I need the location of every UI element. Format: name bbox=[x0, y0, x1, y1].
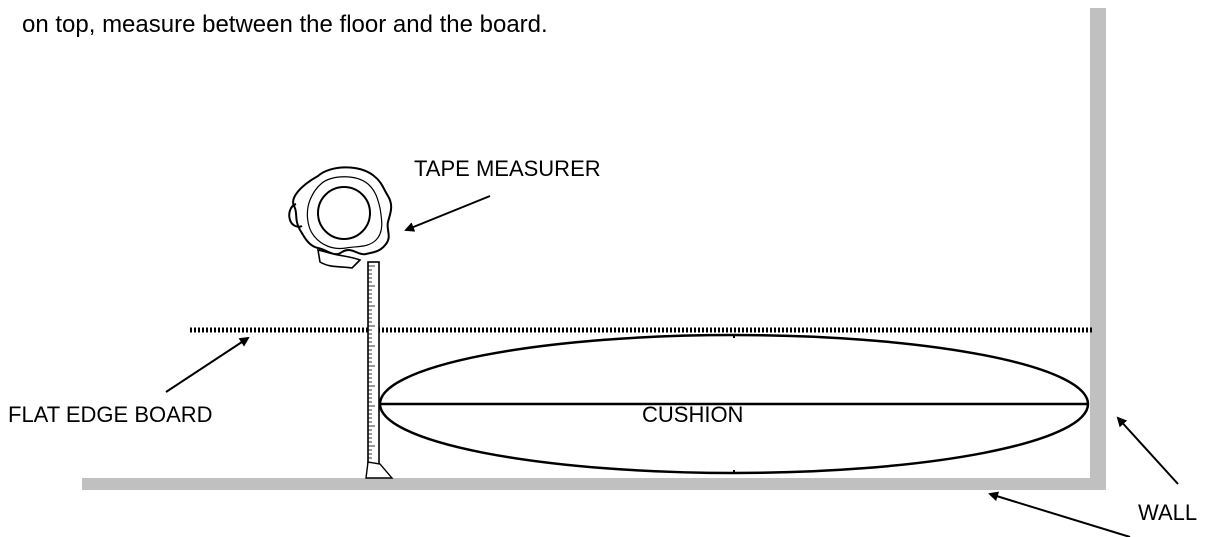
wall-label: WALL bbox=[1138, 500, 1197, 525]
tape-measure-icon bbox=[288, 166, 394, 479]
wall-arrow bbox=[1116, 416, 1179, 485]
tape-measurer-label: TAPE MEASURER bbox=[414, 156, 601, 181]
tape-measurer-arrow bbox=[404, 195, 491, 232]
floor-arrow bbox=[988, 491, 1131, 537]
wall bbox=[1090, 8, 1106, 490]
flat-edge-board-arrow bbox=[165, 336, 250, 393]
flat-edge-board-label: FLAT EDGE BOARD bbox=[8, 402, 213, 427]
floor bbox=[82, 478, 1106, 490]
cushion-label: CUSHION bbox=[642, 402, 743, 427]
instruction-caption: on top, measure between the floor and th… bbox=[22, 11, 548, 38]
cushion bbox=[378, 333, 1090, 475]
